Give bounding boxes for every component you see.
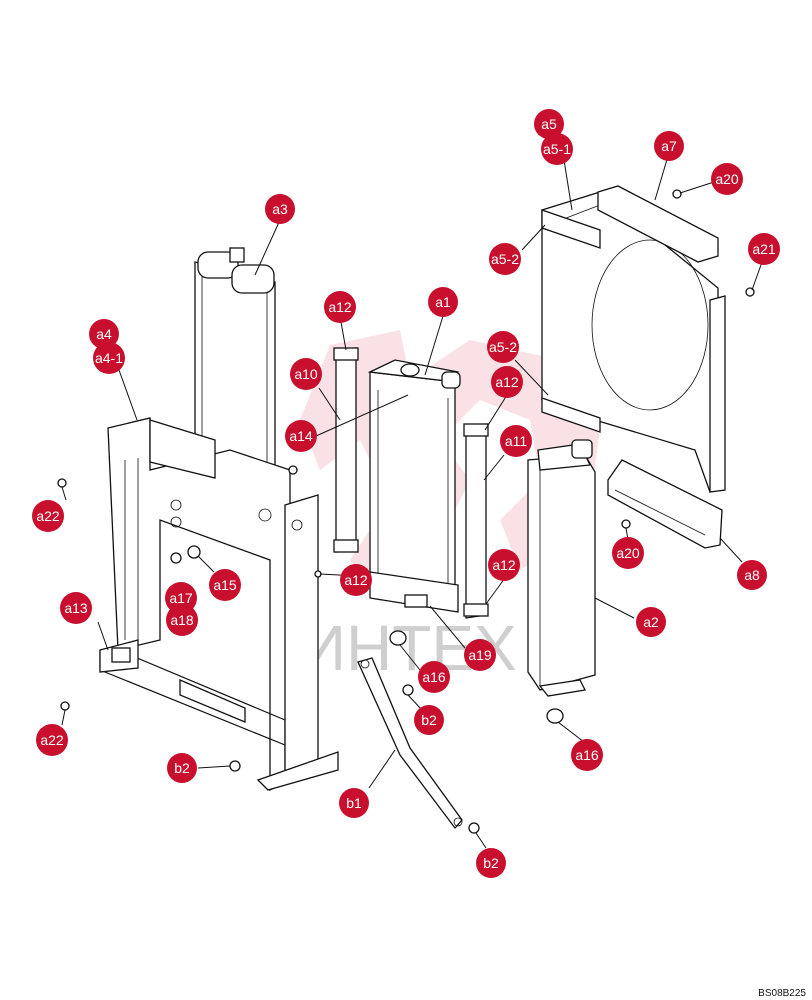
- callout-label: a7: [661, 138, 677, 154]
- callout-label: a12: [492, 557, 516, 573]
- callout-label: a2: [643, 614, 659, 630]
- callout-label: a22: [36, 508, 60, 524]
- callout-b2-mid[interactable]: b2: [414, 705, 444, 735]
- callout-a22-top[interactable]: a22: [32, 500, 64, 532]
- callout-b2-left[interactable]: b2: [167, 753, 197, 783]
- callout-a13[interactable]: a13: [60, 592, 92, 624]
- drawing-code: BS08B225: [758, 988, 806, 999]
- callout-a18[interactable]: a18: [166, 604, 198, 636]
- callout-a5-2-mid[interactable]: a5-2: [487, 331, 519, 363]
- callout-a19[interactable]: a19: [464, 639, 496, 671]
- callout-label: a4: [96, 326, 112, 342]
- callout-label: a16: [422, 669, 446, 685]
- callout-label: a12: [328, 299, 352, 315]
- callout-a12-right[interactable]: a12: [488, 549, 520, 581]
- bracket-a8: [607, 459, 723, 549]
- callout-b1[interactable]: b1: [339, 788, 369, 818]
- callout-label: a18: [170, 612, 194, 628]
- callout-a12-mid[interactable]: a12: [491, 366, 523, 398]
- callout-a4[interactable]: a4: [89, 319, 119, 349]
- callout-label: a14: [289, 428, 313, 444]
- callout-label: a20: [715, 171, 739, 187]
- callout-label: a5: [541, 116, 557, 132]
- callout-a12-top[interactable]: a12: [324, 291, 356, 323]
- callout-label: a12: [495, 374, 519, 390]
- callout-label: a22: [40, 732, 64, 748]
- callout-a10[interactable]: a10: [290, 358, 322, 390]
- callout-a3[interactable]: a3: [265, 194, 295, 224]
- callout-a5-2-top[interactable]: a5-2: [489, 243, 521, 275]
- callout-a8[interactable]: a8: [737, 560, 767, 590]
- callout-a12-left[interactable]: a12: [340, 564, 372, 596]
- callout-a15[interactable]: a15: [209, 569, 241, 601]
- callout-label: a17: [169, 590, 193, 606]
- callout-label: a5-2: [489, 339, 517, 355]
- callout-label: a8: [744, 567, 760, 583]
- leader-lines: [61, 155, 763, 849]
- callout-label: a11: [505, 433, 528, 449]
- callout-label: a20: [616, 545, 640, 561]
- radiator-a1: [367, 359, 461, 613]
- callout-a21[interactable]: a21: [748, 233, 780, 265]
- callout-label: a12: [344, 572, 368, 588]
- callout-label: a5-2: [491, 251, 519, 267]
- callout-a11[interactable]: a11: [500, 425, 532, 457]
- callout-a20-top[interactable]: a20: [711, 163, 743, 195]
- callout-a4-1[interactable]: a4-1: [93, 342, 125, 374]
- callout-label: a3: [272, 201, 288, 217]
- seal-strip-a10: [333, 347, 359, 553]
- bracket-a13: [99, 639, 139, 673]
- callout-label: a5-1: [543, 141, 571, 157]
- callout-a2[interactable]: a2: [636, 607, 666, 637]
- callout-a16-mid[interactable]: a16: [418, 661, 450, 693]
- callout-a16-right[interactable]: a16: [571, 739, 603, 771]
- callout-a7[interactable]: a7: [654, 131, 684, 161]
- callout-label: a21: [752, 241, 776, 257]
- callout-label: b2: [483, 855, 499, 871]
- callout-label: a4-1: [95, 350, 123, 366]
- callout-label: b2: [421, 712, 437, 728]
- callout-b2-bot[interactable]: b2: [476, 848, 506, 878]
- callout-label: b2: [174, 760, 190, 776]
- seal-strip-a11: [463, 423, 489, 619]
- callout-a22-bot[interactable]: a22: [36, 724, 68, 756]
- bracket-a7: [597, 185, 719, 263]
- callout-label: a19: [468, 647, 492, 663]
- callout-a5-1[interactable]: a5-1: [541, 133, 573, 165]
- callout-label: b1: [346, 795, 362, 811]
- callout-label: a10: [294, 366, 318, 382]
- callout-label: a16: [575, 747, 599, 763]
- callout-label: a1: [435, 294, 451, 310]
- callout-a14[interactable]: a14: [285, 420, 317, 452]
- stay-b1: [357, 657, 463, 830]
- callout-label: a13: [64, 600, 88, 616]
- frame-a4: [99, 417, 339, 792]
- callout-a5[interactable]: a5: [534, 109, 564, 139]
- fasteners: [57, 189, 755, 834]
- cooler-a2: [527, 439, 596, 697]
- radiator-core-a3: [194, 247, 276, 481]
- callout-a1[interactable]: a1: [428, 287, 458, 317]
- callout-a20-mid[interactable]: a20: [612, 537, 644, 569]
- callout-label: a15: [213, 577, 237, 593]
